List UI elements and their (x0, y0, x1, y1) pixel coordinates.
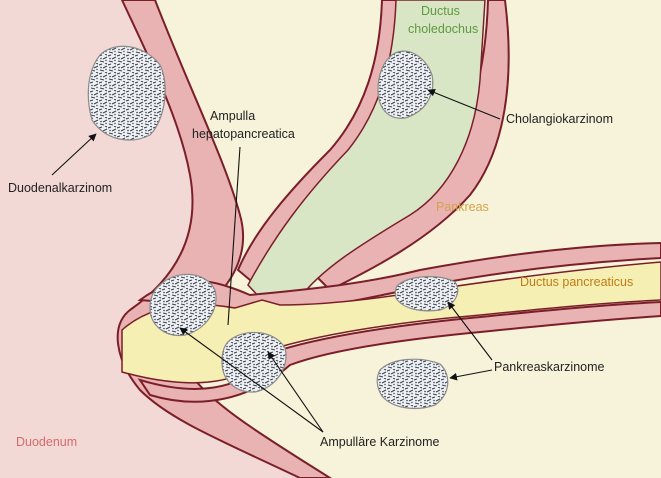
label-ductus-choledochus-2: choledochus (408, 22, 478, 36)
label-cholangiokarzinom: Cholangiokarzinom (506, 112, 613, 126)
label-ampullaere-karzinome: Ampulläre Karzinome (320, 435, 440, 449)
pointer-ampullary-upper (179, 327, 324, 433)
label-duodenum: Duodenum (16, 435, 77, 449)
label-pankreaskarzinome: Pankreaskarzinome (494, 360, 605, 374)
pointer-pankreas-duct (447, 301, 493, 361)
label-ductus-choledochus-1: Ductus (421, 4, 460, 18)
duodenum-region (0, 0, 300, 478)
duodenal-tumor (87, 45, 166, 141)
label-ampulla-1: Ampulla (210, 109, 255, 123)
pointer-cholangiokarzinom (427, 89, 501, 120)
pancreatic-tumor-parenchyma (376, 358, 449, 409)
label-ductus-pancreaticus: Ductus pancreaticus (520, 275, 633, 289)
pancreatic-tumor-duct (394, 276, 459, 312)
ampullary-tumor-lower (221, 331, 287, 393)
pointer-pankreas-parenchyma (449, 369, 493, 381)
cholangio-tumor (377, 50, 434, 119)
label-pankreas: Pankreas (436, 200, 489, 214)
label-duodenalkarzinom: Duodenalkarzinom (8, 181, 112, 195)
pointer-ampulla (227, 146, 241, 326)
label-ampulla-2: hepatopancreatica (192, 127, 295, 141)
pointer-ampullary-lower (267, 351, 324, 433)
pointer-duodenalkarzinom (51, 133, 97, 176)
